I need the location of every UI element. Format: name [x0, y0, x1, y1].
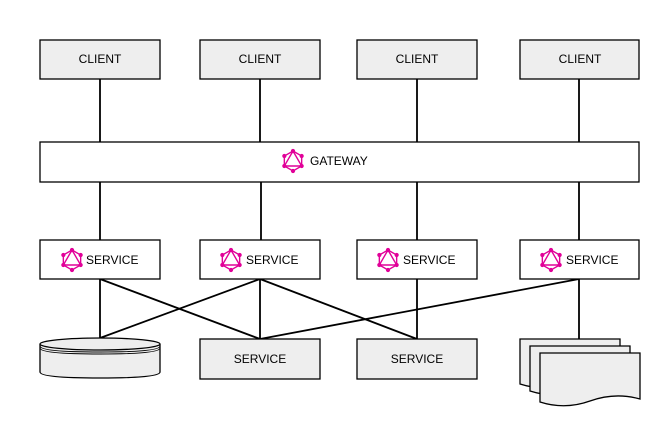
- line-service2-database: [99, 278, 261, 339]
- documents-icon[interactable]: [519, 338, 641, 407]
- client-label: CLIENT: [559, 52, 602, 66]
- client-label: CLIENT: [239, 52, 282, 66]
- backend-service-node[interactable]: SERVICE: [199, 338, 321, 380]
- client-node[interactable]: CLIENT: [519, 39, 640, 80]
- service-label: SERVICE: [234, 352, 286, 366]
- graphql-service-node[interactable]: SERVICE: [199, 239, 321, 280]
- client-node[interactable]: CLIENT: [356, 39, 478, 80]
- client-node[interactable]: CLIENT: [199, 39, 321, 80]
- graphql-service-node[interactable]: SERVICE: [519, 239, 640, 280]
- database-icon[interactable]: [39, 337, 161, 379]
- connectors: [99, 79, 580, 340]
- backend-service-node[interactable]: SERVICE: [356, 338, 478, 380]
- service-label: SERVICE: [86, 253, 138, 267]
- graphql-service-node[interactable]: SERVICE: [356, 239, 478, 280]
- client-node[interactable]: CLIENT: [39, 39, 161, 80]
- service-label: SERVICE: [566, 253, 618, 267]
- client-label: CLIENT: [79, 52, 122, 66]
- line-service4-backend-service1: [259, 278, 580, 340]
- client-label: CLIENT: [396, 52, 439, 66]
- gateway-label: GATEWAY: [310, 154, 368, 168]
- graphql-service-node[interactable]: SERVICE: [39, 239, 161, 280]
- service-label: SERVICE: [246, 253, 298, 267]
- service-label: SERVICE: [391, 352, 443, 366]
- service-label: SERVICE: [403, 253, 455, 267]
- gateway-node[interactable]: GATEWAY: [39, 141, 640, 183]
- line-service2-backend-service2: [259, 278, 418, 340]
